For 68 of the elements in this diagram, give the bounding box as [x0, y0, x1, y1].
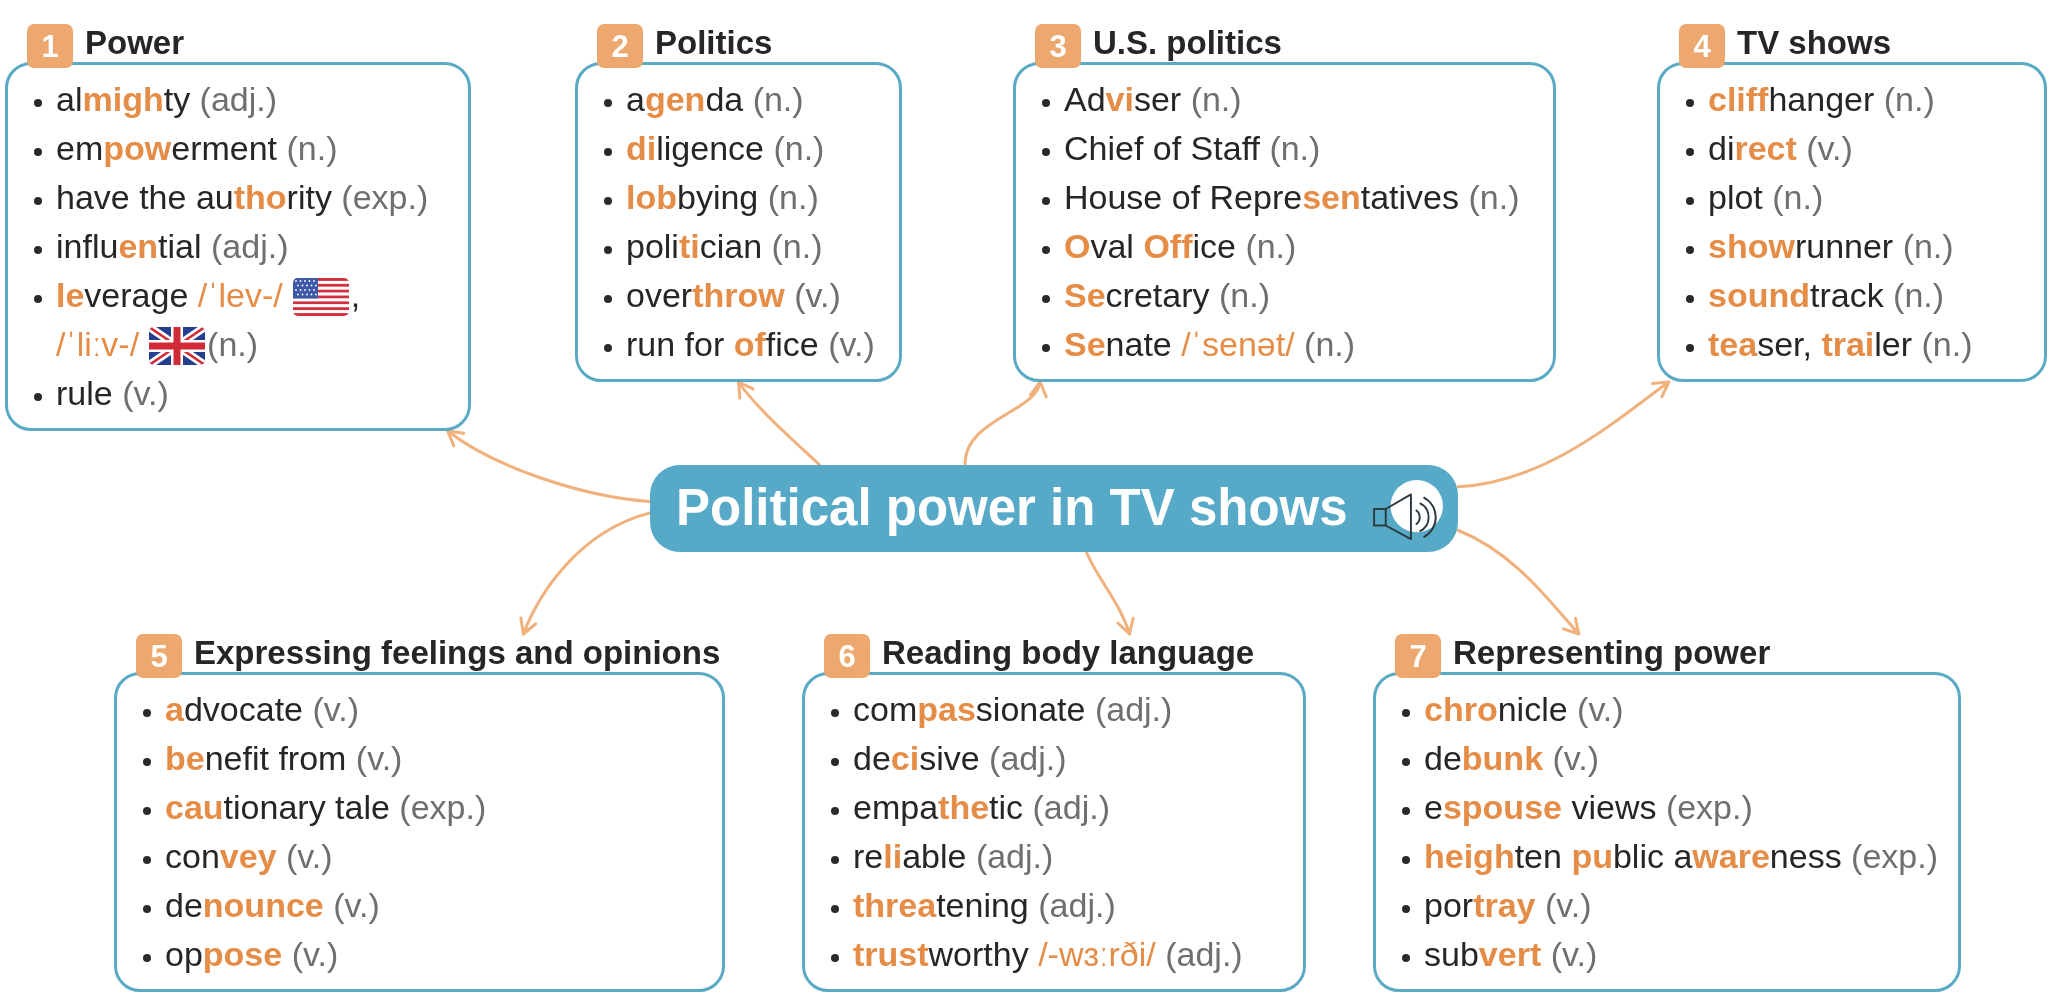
vocabulary-item: lobbying (n.): [626, 177, 819, 218]
pronunciation-text: /ˈliːv-/: [56, 325, 140, 363]
vocabulary-item: Secretary (n.): [1064, 275, 1270, 316]
vocabulary-item: rule (v.): [56, 373, 169, 414]
vocabulary-item: chronicle (v.): [1424, 689, 1624, 730]
vocabulary-item: have the authority (exp.): [56, 177, 429, 218]
vocabulary-item: trustworthy /-wɜːrði/ (adj.): [853, 934, 1243, 975]
curved-arrow: [1084, 550, 1135, 636]
vocabulary-item: Adviser (n.): [1064, 79, 1242, 120]
topic-banner: [650, 465, 1458, 552]
word-class-text: (n.): [207, 325, 259, 363]
vocabulary-item: convey (v.): [165, 836, 333, 877]
number-badge: 6: [824, 634, 870, 678]
vocabulary-item: oppose (v.): [165, 934, 339, 975]
vocabulary-item: House of Representatives (n.): [1064, 177, 1520, 218]
vocabulary-item: portray (v.): [1424, 885, 1592, 926]
vocabulary-item: cliffhanger (n.): [1708, 79, 1935, 120]
curved-arrow: [1456, 528, 1581, 636]
vocabulary-item: leverage /ˈlev-/: [56, 276, 283, 314]
vocabulary-item: overthrow (v.): [626, 275, 841, 316]
category-heading: U.S. politics: [1093, 24, 1282, 62]
vocabulary-item: diligence (n.): [626, 128, 825, 169]
vocabulary-item: plot (n.): [1708, 177, 1824, 218]
vocabulary-item: teaser, trailer (n.): [1708, 324, 1973, 365]
vocabulary-item: cautionary tale (exp.): [165, 787, 487, 828]
vocabulary-item: influential (adj.): [56, 226, 289, 267]
vocabulary-item: subvert (v.): [1424, 934, 1598, 975]
vocabulary-item: showrunner (n.): [1708, 226, 1954, 267]
vocabulary-item: run for office (v.): [626, 324, 875, 365]
vocabulary-item: compassionate (adj.): [853, 689, 1173, 730]
number-badge: 1: [27, 24, 73, 68]
vocabulary-item: threatening (adj.): [853, 885, 1116, 926]
vocabulary-item: Senate /ˈsenət/ (n.): [1064, 324, 1356, 365]
vocabulary-item: reliable (adj.): [853, 836, 1054, 877]
number-badge: 7: [1395, 634, 1441, 678]
curved-arrow: [963, 380, 1045, 467]
category-heading: Power: [85, 24, 185, 62]
vocabulary-item: soundtrack (n.): [1708, 275, 1945, 316]
category-heading: TV shows: [1737, 24, 1892, 62]
curved-arrow: [519, 511, 652, 636]
number-badge: 3: [1035, 24, 1081, 68]
vocabulary-item: heighten public awareness (exp.): [1424, 836, 1938, 877]
category-heading: Reading body language: [882, 634, 1255, 672]
vocabulary-item: empathetic (adj.): [853, 787, 1110, 828]
curved-arrow: [737, 380, 822, 467]
category-heading: Politics: [655, 24, 773, 62]
number-badge: 5: [136, 634, 182, 678]
vocabulary-item: advocate (v.): [165, 689, 360, 730]
number-badge: 2: [597, 24, 643, 68]
vocabulary-item: denounce (v.): [165, 885, 380, 926]
vocabulary-item: politician (n.): [626, 226, 823, 267]
vocabulary-item: decisive (adj.): [853, 738, 1067, 779]
number-badge: 4: [1679, 24, 1725, 68]
vocabulary-item: direct (v.): [1708, 128, 1853, 169]
vocabulary-item: empowerment (n.): [56, 128, 338, 169]
vocabulary-item: debunk (v.): [1424, 738, 1600, 779]
category-heading: Representing power: [1453, 634, 1771, 672]
punctuation-mark: ,: [350, 276, 361, 314]
vocabulary-item: espouse views (exp.): [1424, 787, 1753, 828]
vocabulary-item: benefit from (v.): [165, 738, 403, 779]
topic-title: Political power in TV shows: [676, 480, 1348, 537]
vocabulary-item: Chief of Staff (n.): [1064, 128, 1321, 169]
curved-arrow: [446, 429, 652, 504]
vocabulary-item: almighty (adj.): [56, 79, 278, 120]
vocabulary-item: Oval Office (n.): [1064, 226, 1297, 267]
curved-arrow: [1456, 380, 1671, 489]
category-heading: Expressing feelings and opinions: [194, 634, 721, 672]
vocabulary-item: agenda (n.): [626, 79, 804, 120]
